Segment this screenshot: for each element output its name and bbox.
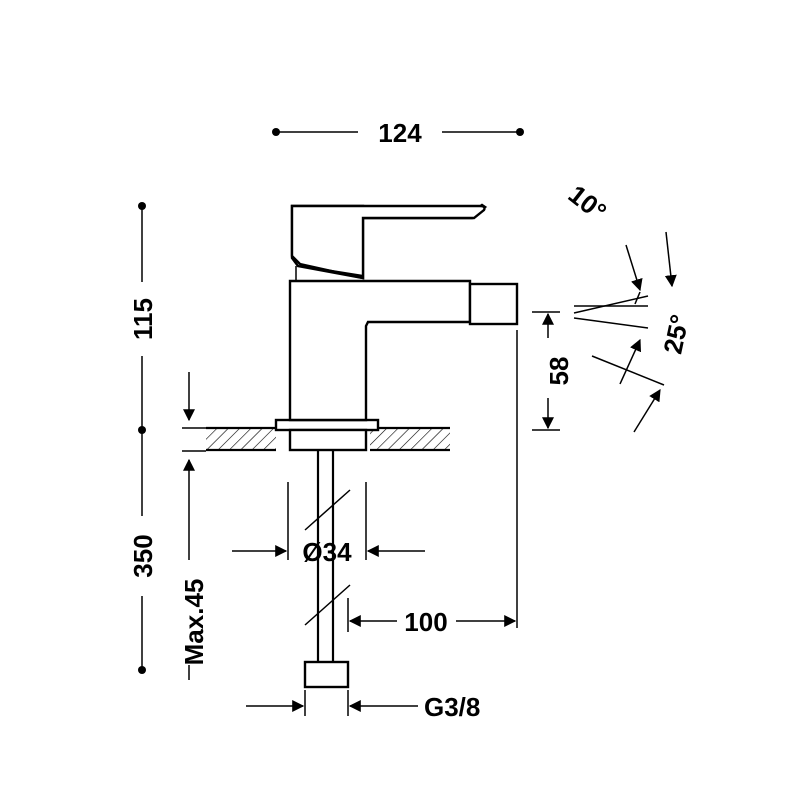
thread-fitting [303, 660, 350, 689]
mixer-body [288, 203, 519, 422]
angle-10-label: 10° [563, 179, 612, 227]
dimension-deck-thickness: Max.45 [179, 372, 209, 680]
reach-label: 100 [404, 607, 447, 637]
height-115-label: 115 [128, 298, 158, 340]
dimension-shank-diameter: Ø34 [232, 482, 425, 567]
thread-label: G3/8 [424, 692, 480, 722]
mixer-column [288, 279, 472, 422]
spout-height-label: 58 [544, 357, 574, 386]
spout-nozzle [468, 282, 519, 326]
shank-diameter-label: Ø34 [302, 537, 352, 567]
width-label: 124 [378, 118, 422, 148]
dimension-reach: 100 [347, 330, 518, 637]
dimension-thread: G3/8 [246, 690, 480, 722]
dimension-spout-height: 58 [532, 311, 574, 431]
dimension-height-left: 115 350 [128, 202, 158, 674]
angle-indications: 10° 25° [563, 179, 695, 433]
dimension-width-124: 124 [272, 118, 524, 148]
deck-thickness-label: Max.45 [179, 579, 209, 666]
deck-section [206, 418, 450, 452]
height-350-label: 350 [128, 534, 158, 577]
supply-pipe [303, 450, 351, 689]
angle-25-label: 25° [657, 312, 695, 357]
